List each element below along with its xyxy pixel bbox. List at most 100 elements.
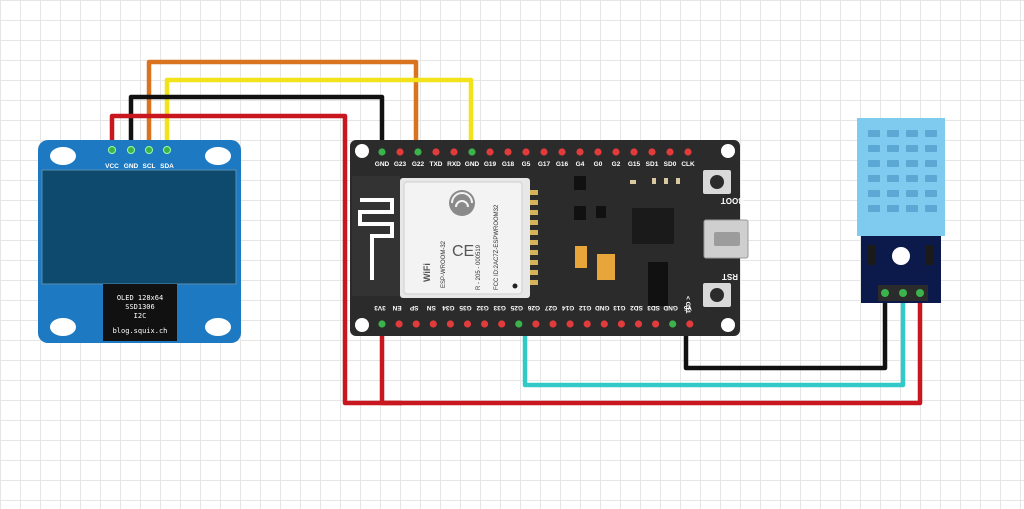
edge-label: < G11 [684,296,691,314]
grille-slot [925,190,937,197]
top-pin-label: G2 [612,161,621,168]
grille-slot [906,175,918,182]
resistor [926,245,934,265]
grille-slot [887,190,899,197]
mount-hole [721,144,735,158]
wire-gnd-oled [128,94,385,152]
oled-label-line: I2C [134,312,147,320]
transistor [574,206,586,220]
castellation-pad [530,270,538,275]
capacitor [575,246,587,268]
led [664,178,668,184]
oled-pin-label: SCL [143,163,156,170]
oled-label-line: OLED 128x64 [117,294,163,302]
castellation-pad [530,220,538,225]
capacitor [597,254,615,280]
pin-g26-bottom [532,320,540,328]
bottom-pin-label: G33 [493,304,506,311]
wire-vcc-oled [109,113,402,406]
grille-slot [906,145,918,152]
grille-slot [906,205,918,212]
top-pin-label: TXD [430,161,443,168]
top-pin-label: G19 [484,161,497,168]
pin-g18-top [504,148,512,156]
pin-g17-top [540,148,548,156]
usb-uart-chip [632,208,674,244]
top-pin-label: G18 [502,161,515,168]
pin-g14-bottom [566,320,574,328]
castellation-pad [530,280,538,285]
pin-g16-top [558,148,566,156]
pin-g27-bottom [549,320,557,328]
grille-slot [887,160,899,167]
bottom-pin-label: EN [392,304,401,311]
castellation-pad [530,190,538,195]
module-id: R - 205 - 000519 [476,244,482,290]
led [630,180,636,184]
bottom-pin-label: G34 [442,304,455,311]
module-name: ESP-WROOM-32 [441,240,447,288]
castellation-pad [530,230,538,235]
mount-hole [355,318,369,332]
led [676,178,680,184]
mount-hole [50,147,76,165]
pin-sd2-bottom [634,320,643,328]
rst-button[interactable] [703,283,731,307]
antenna-trace [358,198,394,280]
pin-sn-bottom [429,320,437,328]
grille-slot [887,175,899,182]
pin-sda [163,146,171,154]
bottom-pin-label: SP [409,304,418,311]
oled-label-plate [103,284,177,341]
dht11-sensor-module [857,118,945,303]
grille-slot [925,130,937,137]
top-pin-label: G22 [412,161,425,168]
wifi-logo-icon: WiFi [422,263,432,282]
grille-slot [887,205,899,212]
pin-g22-top [414,148,422,156]
oled-credit: blog.squix.ch [113,327,168,335]
pin-g19-top [486,148,494,156]
usb-port-inner [714,232,740,246]
pin-g34-bottom [446,320,454,328]
grille-slot [925,175,937,182]
pin-scl [145,146,153,154]
pin-rxd-top [450,148,458,156]
bottom-pin-label: G14 [562,304,575,311]
pin-g5-top [522,148,530,156]
grille-slot [868,175,880,182]
top-pin-label: G17 [538,161,551,168]
bottom-pin-label: V5 [683,304,691,311]
bottom-pin-label: G12 [579,304,592,311]
pin-g35-bottom [463,320,472,328]
bottom-pin-label: G32 [476,304,489,311]
bottom-pin-label: G26 [527,304,540,311]
wire-vcc-sensor [379,294,923,406]
wires [109,59,923,406]
grille-slot [868,190,880,197]
pin-g13-bottom [617,320,626,328]
sensor-grille [868,130,937,212]
pin-vcc [108,146,116,154]
pin-g2-top [612,148,620,156]
grille-slot [868,160,880,167]
sensor-pin [899,289,907,297]
boot-label: BOOT [721,196,744,205]
pin-g4-top [576,148,584,156]
top-pin-label: CLK [681,161,695,168]
pin-sp-bottom [412,320,420,328]
grille-slot [906,190,918,197]
pin-g32-bottom [481,320,489,328]
esp-module-shield [403,181,523,295]
led [652,178,656,184]
boot-button[interactable] [703,170,731,194]
bottom-pin-label: GND [595,304,610,311]
transistor [596,206,606,218]
pin-gnd-bottom [669,320,677,328]
oled-screen [41,169,237,285]
bottom-pin-label: G35 [459,304,472,311]
pin-txd-top [432,148,440,156]
